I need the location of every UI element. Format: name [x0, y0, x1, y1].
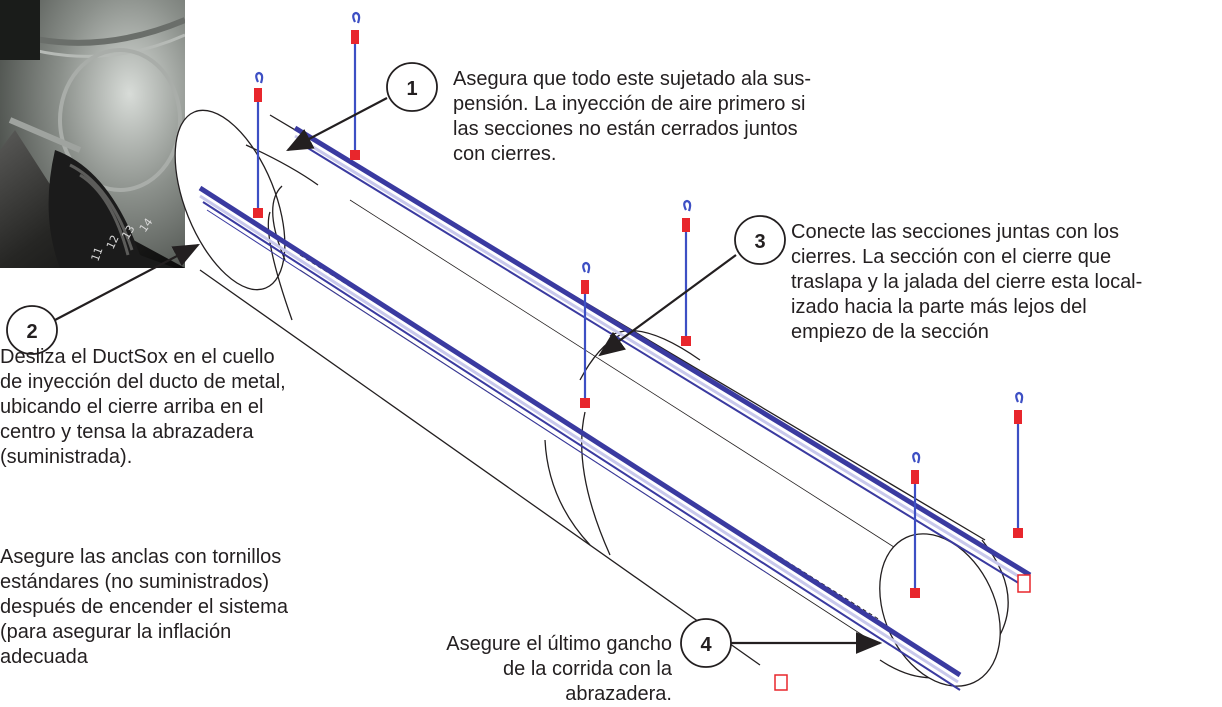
hanger: [1013, 391, 1024, 538]
anchor-note: Asegure las anclas con tornillos estánda…: [0, 546, 288, 668]
track-far: [293, 125, 1032, 593]
dial-number: 12: [104, 233, 122, 251]
dial-number: 11: [89, 245, 106, 263]
hanger: [910, 451, 921, 598]
callout-text-3: Conecte las secciones juntas con los cie…: [791, 221, 1143, 343]
track-near: [198, 185, 962, 691]
cable-hangers: [253, 11, 1024, 598]
leader-arrow-2: [54, 243, 200, 321]
callout-text-2: Desliza el DuctSox en el cuello de inyec…: [0, 346, 286, 468]
callout-text-1: Asegura que todo este sujetado ala sus- …: [453, 68, 812, 165]
callout-badge-2: 2: [6, 305, 58, 355]
callout-number-3: 3: [754, 231, 765, 253]
callout-badge-4: 4: [680, 618, 732, 668]
leader-arrow-1: [286, 97, 388, 152]
dial-number: 13: [119, 223, 137, 242]
hanger: [681, 199, 692, 346]
hanger: [253, 71, 264, 218]
hanger: [580, 261, 591, 408]
callout-number-2: 2: [26, 321, 37, 343]
callout-number-4: 4: [700, 634, 712, 656]
callout-badge-3: 3: [734, 215, 786, 265]
hanger: [350, 11, 361, 160]
leader-arrow-3: [598, 254, 737, 357]
callout-number-1: 1: [406, 78, 417, 100]
drill-photo: 11 12 13 14: [0, 0, 185, 268]
callout-text-4: Asegure el último gancho de la corrida c…: [446, 633, 672, 705]
callout-badge-1: 1: [386, 62, 438, 112]
